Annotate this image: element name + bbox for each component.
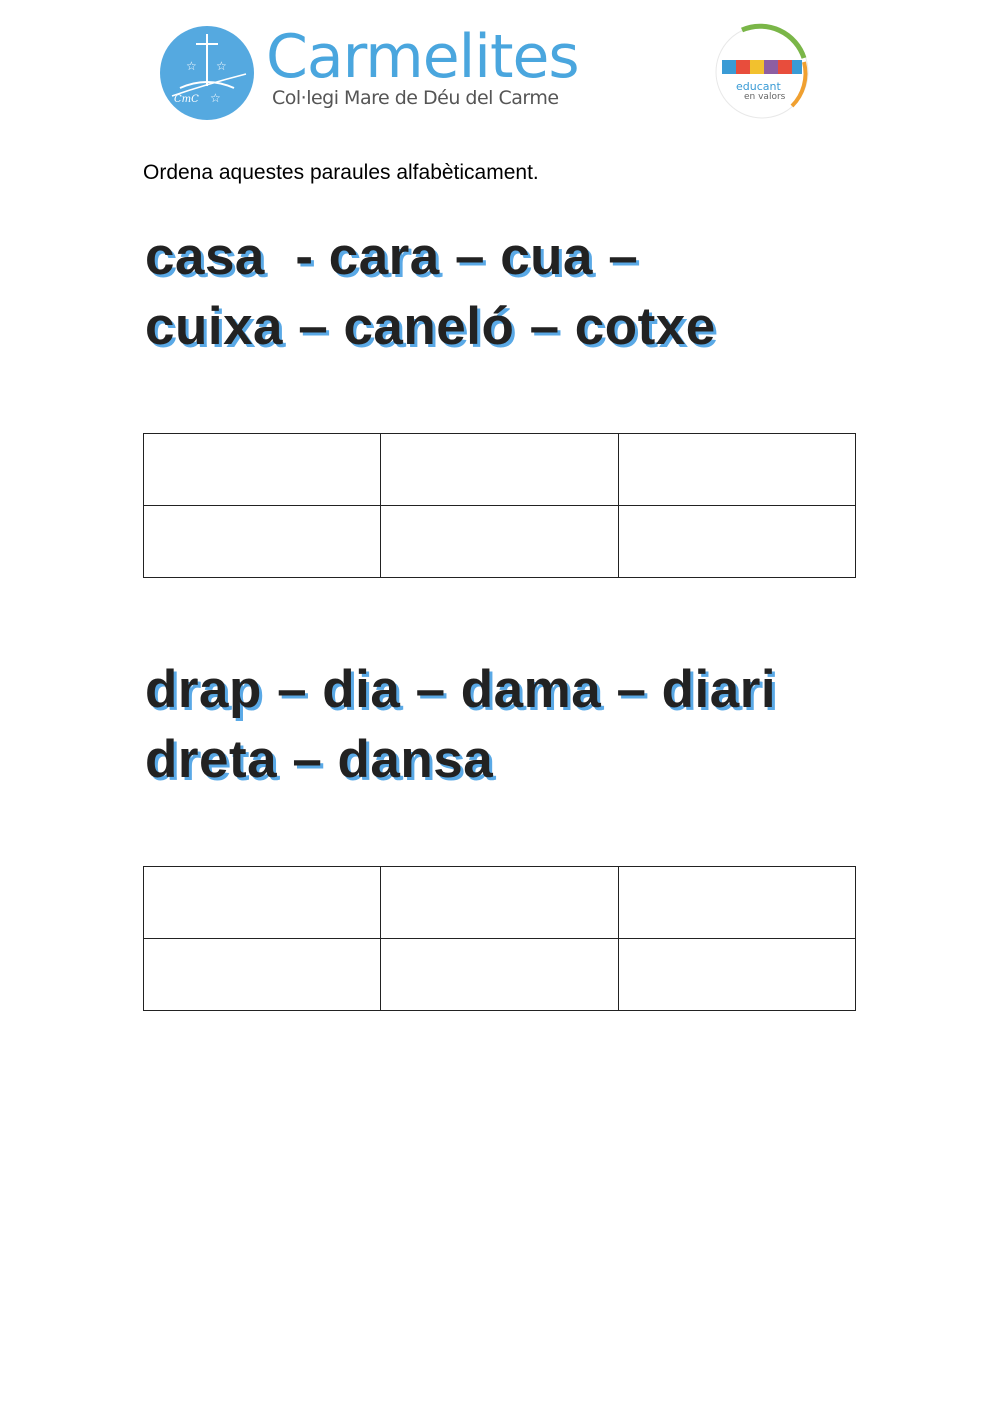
- table-row: [142, 433, 857, 506]
- word-list-1-line-1: casa - cara – cua –: [145, 227, 639, 286]
- answer-cell[interactable]: [617, 505, 857, 578]
- cross-stars-icon: ☆ ☆ ☆ CmC: [171, 34, 247, 105]
- answer-cell[interactable]: [380, 938, 619, 1011]
- table-row: [142, 938, 857, 1011]
- table-row: [142, 866, 857, 939]
- instruction-text: Ordena aquestes paraules alfabèticament.: [143, 161, 539, 184]
- answer-cell[interactable]: [142, 505, 382, 578]
- answer-cell[interactable]: [617, 433, 857, 506]
- answer-cell[interactable]: [380, 866, 619, 939]
- svg-text:educant: educant: [736, 80, 781, 93]
- answer-cell[interactable]: [142, 433, 382, 506]
- answer-cell[interactable]: [380, 433, 619, 506]
- brand-name: Carmelites: [266, 22, 580, 92]
- answer-cell[interactable]: [142, 866, 382, 939]
- svg-text:CmC: CmC: [174, 94, 199, 105]
- svg-text:☆: ☆: [186, 59, 197, 73]
- svg-text:en valors: en valors: [744, 92, 786, 102]
- svg-text:☆: ☆: [210, 91, 221, 105]
- answer-cell[interactable]: [142, 938, 382, 1011]
- word-list-2-line-1: drap – dia – dama – diari: [145, 660, 777, 719]
- word-list-2-line-2: dreta – dansa: [145, 730, 494, 789]
- answer-cell[interactable]: [617, 866, 857, 939]
- puzzle-badge-icon: educant en valors: [715, 23, 809, 119]
- answer-grid-2: [142, 866, 857, 1011]
- word-list-1-line-2: cuixa – caneló – cotxe: [145, 297, 716, 356]
- values-badge-logo: educant en valors: [712, 22, 812, 122]
- school-logo-emblem: ☆ ☆ ☆ CmC: [160, 26, 254, 120]
- answer-grid-1: [142, 433, 857, 578]
- answer-cell[interactable]: [380, 505, 619, 578]
- table-row: [142, 505, 857, 578]
- word-list-1: casa - cara – cua – cuixa – caneló – cot…: [145, 222, 716, 362]
- word-list-2: drap – dia – dama – diari dreta – dansa: [145, 655, 776, 795]
- answer-cell[interactable]: [617, 938, 857, 1011]
- svg-text:☆: ☆: [216, 59, 227, 73]
- brand-subtitle: Col·legi Mare de Déu del Carme: [272, 87, 559, 109]
